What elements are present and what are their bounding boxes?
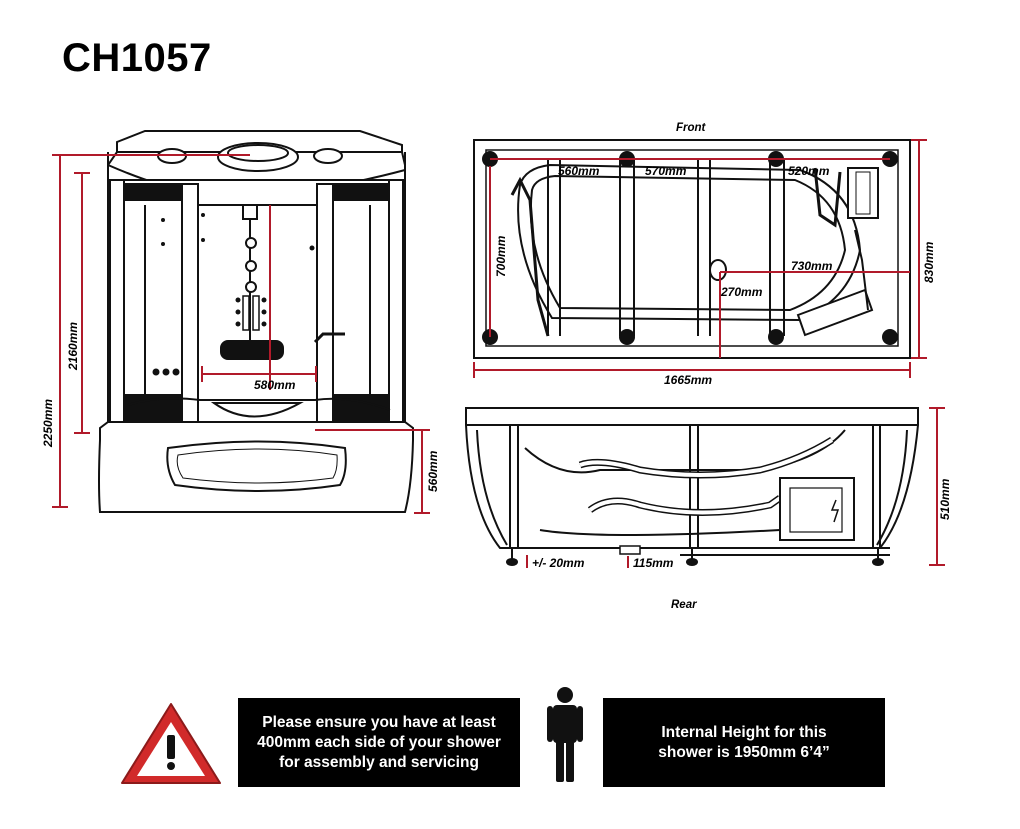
dim-span-right: 520mm xyxy=(788,164,830,178)
label-front: Front xyxy=(676,122,707,134)
dim-overall-width: 1665mm xyxy=(664,373,712,387)
plan-dimensions xyxy=(473,139,927,378)
dim-span-mid: 570mm xyxy=(645,164,687,178)
dim-span-left: 560mm xyxy=(558,164,600,178)
dim-seat-depth: 730mm xyxy=(791,259,833,273)
dim-cabin-height: 2160mm xyxy=(66,322,80,371)
person-icon xyxy=(547,687,583,782)
dim-overall-height: 2250mm xyxy=(41,399,55,448)
internal-height-notice-text: Internal Height for this shower is 1950m… xyxy=(658,723,830,761)
dim-seat-offset: 270mm xyxy=(720,285,763,299)
rear-dimensions xyxy=(526,407,945,568)
dim-bath-height: 510mm xyxy=(938,478,952,520)
cabin-dimensions xyxy=(52,154,430,514)
plan-view xyxy=(473,139,911,359)
dim-tray-height: 560mm xyxy=(426,450,440,492)
dim-foot-adjust: +/- 20mm xyxy=(532,556,585,570)
rear-view xyxy=(465,407,919,566)
internal-height-notice: Internal Height for this shower is 1950m… xyxy=(603,698,885,787)
dim-foot-height: 115mm xyxy=(633,556,674,570)
dim-depth-outer: 830mm xyxy=(922,241,936,283)
clearance-notice-text: Please ensure you have at least 400mm ea… xyxy=(257,713,501,771)
dim-seat-width: 580mm xyxy=(254,378,296,392)
label-rear: Rear xyxy=(671,599,697,611)
warning-triangle-icon xyxy=(121,703,221,784)
model-title: CH1057 xyxy=(62,36,212,80)
clearance-notice: Please ensure you have at least 400mm ea… xyxy=(238,698,520,787)
cabin-elevation xyxy=(98,130,414,513)
dim-depth-inner: 700mm xyxy=(494,235,508,277)
